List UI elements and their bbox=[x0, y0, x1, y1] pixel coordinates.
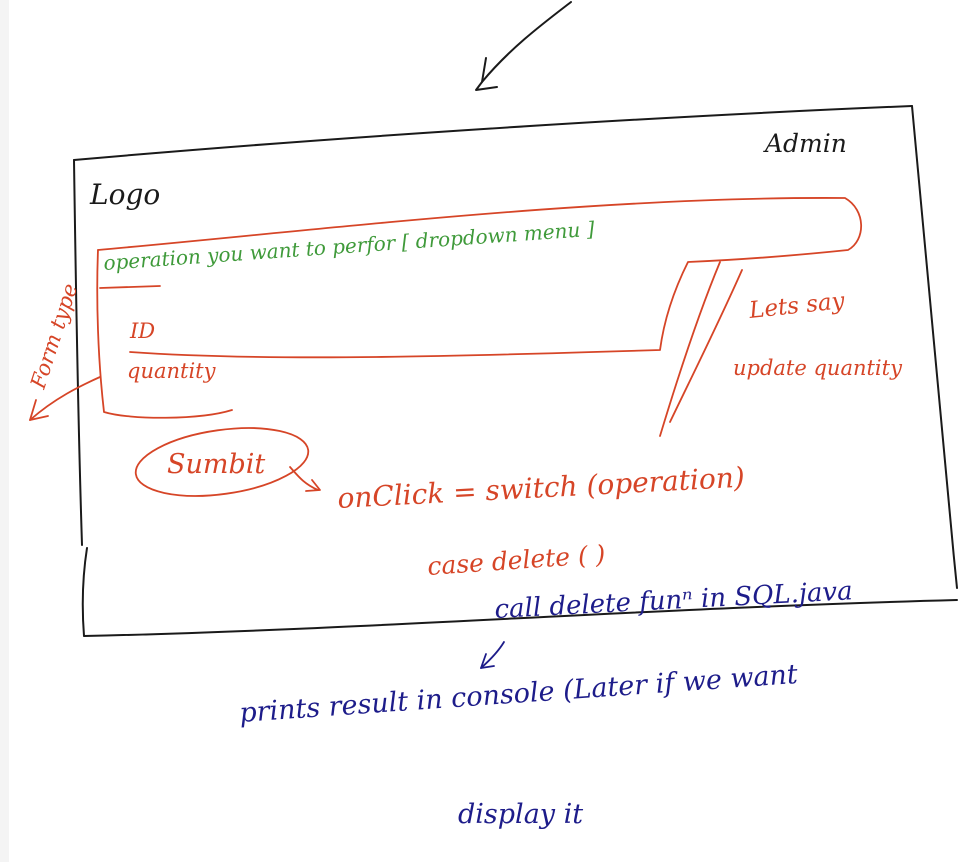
result-text-line-1: prints result in console (Later if we wa… bbox=[238, 659, 799, 729]
left-edge-strip bbox=[0, 0, 9, 862]
onclick-switch-text: onClick = switch (operation) bbox=[337, 461, 746, 515]
top-arrow-icon bbox=[475, 1, 572, 91]
note-line-2: update quantity bbox=[733, 356, 903, 380]
call-delete-text: call delete funⁿ in SQL.java bbox=[494, 576, 854, 625]
form-type-label: Form type bbox=[26, 281, 83, 393]
result-arrow-icon bbox=[480, 641, 505, 669]
logo-label: Logo bbox=[89, 178, 160, 211]
submit-button[interactable]: Sumbit bbox=[131, 418, 312, 506]
id-field-label: ID bbox=[129, 319, 155, 343]
admin-page-frame bbox=[73, 105, 958, 637]
submit-button-label: Sumbit bbox=[167, 449, 265, 480]
admin-label: Admin bbox=[763, 129, 847, 158]
form-outline bbox=[96, 197, 862, 419]
note-line-1: Lets say bbox=[747, 288, 847, 324]
result-text-line-2: display it bbox=[458, 799, 583, 830]
form-type-arrow-icon bbox=[29, 376, 101, 421]
case-delete-text: case delete ( ) bbox=[426, 540, 606, 581]
quantity-field-label: quantity bbox=[127, 359, 217, 383]
submit-arrow-icon bbox=[289, 466, 321, 492]
update-note-pointer-icon bbox=[659, 261, 743, 437]
